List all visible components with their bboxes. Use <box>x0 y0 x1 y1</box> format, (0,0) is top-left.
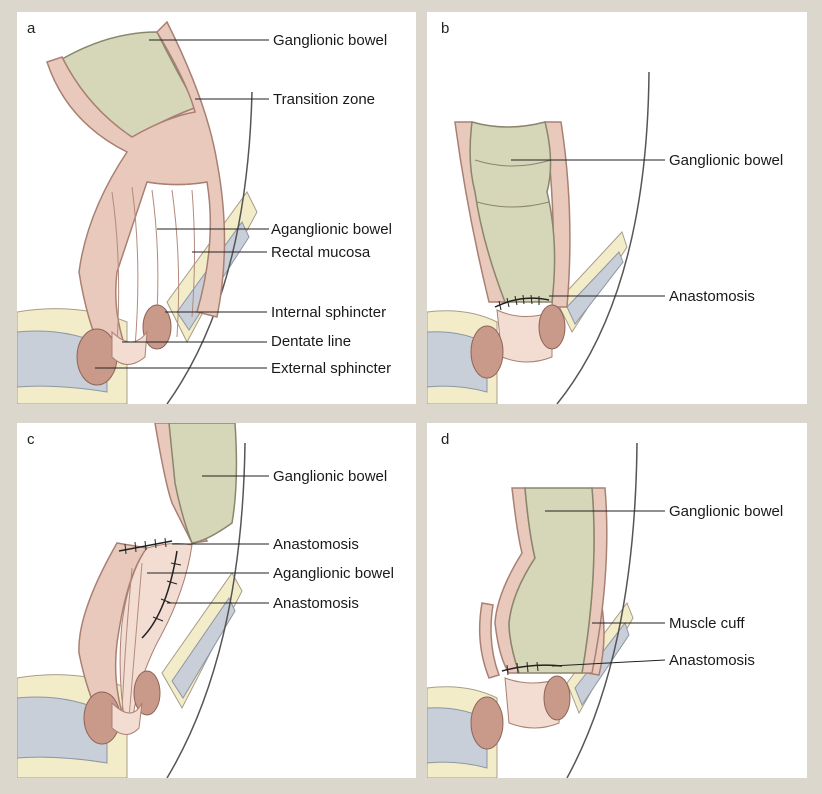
label-rectal-mucosa: Rectal mucosa <box>271 244 371 261</box>
panel-b: b Ganglionic bowel Anastomosis <box>427 12 807 404</box>
label-internal-sphincter: Internal sphincter <box>271 304 387 321</box>
label-muscle-cuff: Muscle cuff <box>669 615 745 632</box>
label-anastomosis-c2: Anastomosis <box>273 595 359 612</box>
panel-d-illustration <box>427 442 666 778</box>
label-transition-zone: Transition zone <box>273 91 375 108</box>
panel-d: d Ganglionic bowel Muscle cuff Anastomos… <box>427 423 807 778</box>
label-ganglionic-bowel-b: Ganglionic bowel <box>669 152 784 169</box>
label-anastomosis-d: Anastomosis <box>669 652 755 669</box>
label-dentate-line: Dentate line <box>271 333 352 350</box>
panel-c-letter: c <box>27 431 35 448</box>
label-external-sphincter: External sphincter <box>271 360 392 377</box>
panel-a: a Ganglionic bowel Transition zone Agang… <box>17 12 416 404</box>
label-ganglionic-bowel-a: Ganglionic bowel <box>273 32 388 49</box>
label-ganglionic-bowel-c: Ganglionic bowel <box>273 468 388 485</box>
label-aganglionic-bowel-a: Aganglionic bowel <box>271 221 392 238</box>
panel-d-letter: d <box>441 431 450 448</box>
panel-a-illustration <box>17 20 269 404</box>
label-ganglionic-bowel-d: Ganglionic bowel <box>669 503 784 520</box>
panel-b-illustration <box>427 71 665 404</box>
label-anastomosis-c1: Anastomosis <box>273 536 359 553</box>
label-aganglionic-bowel-c: Aganglionic bowel <box>273 565 394 582</box>
label-anastomosis-b: Anastomosis <box>669 288 755 305</box>
panel-c-illustration <box>17 423 269 778</box>
panel-c: c Ganglionic bowel Anastomosis Aganglion… <box>17 423 416 778</box>
panel-a-letter: a <box>27 20 36 37</box>
panel-b-letter: b <box>441 20 450 37</box>
